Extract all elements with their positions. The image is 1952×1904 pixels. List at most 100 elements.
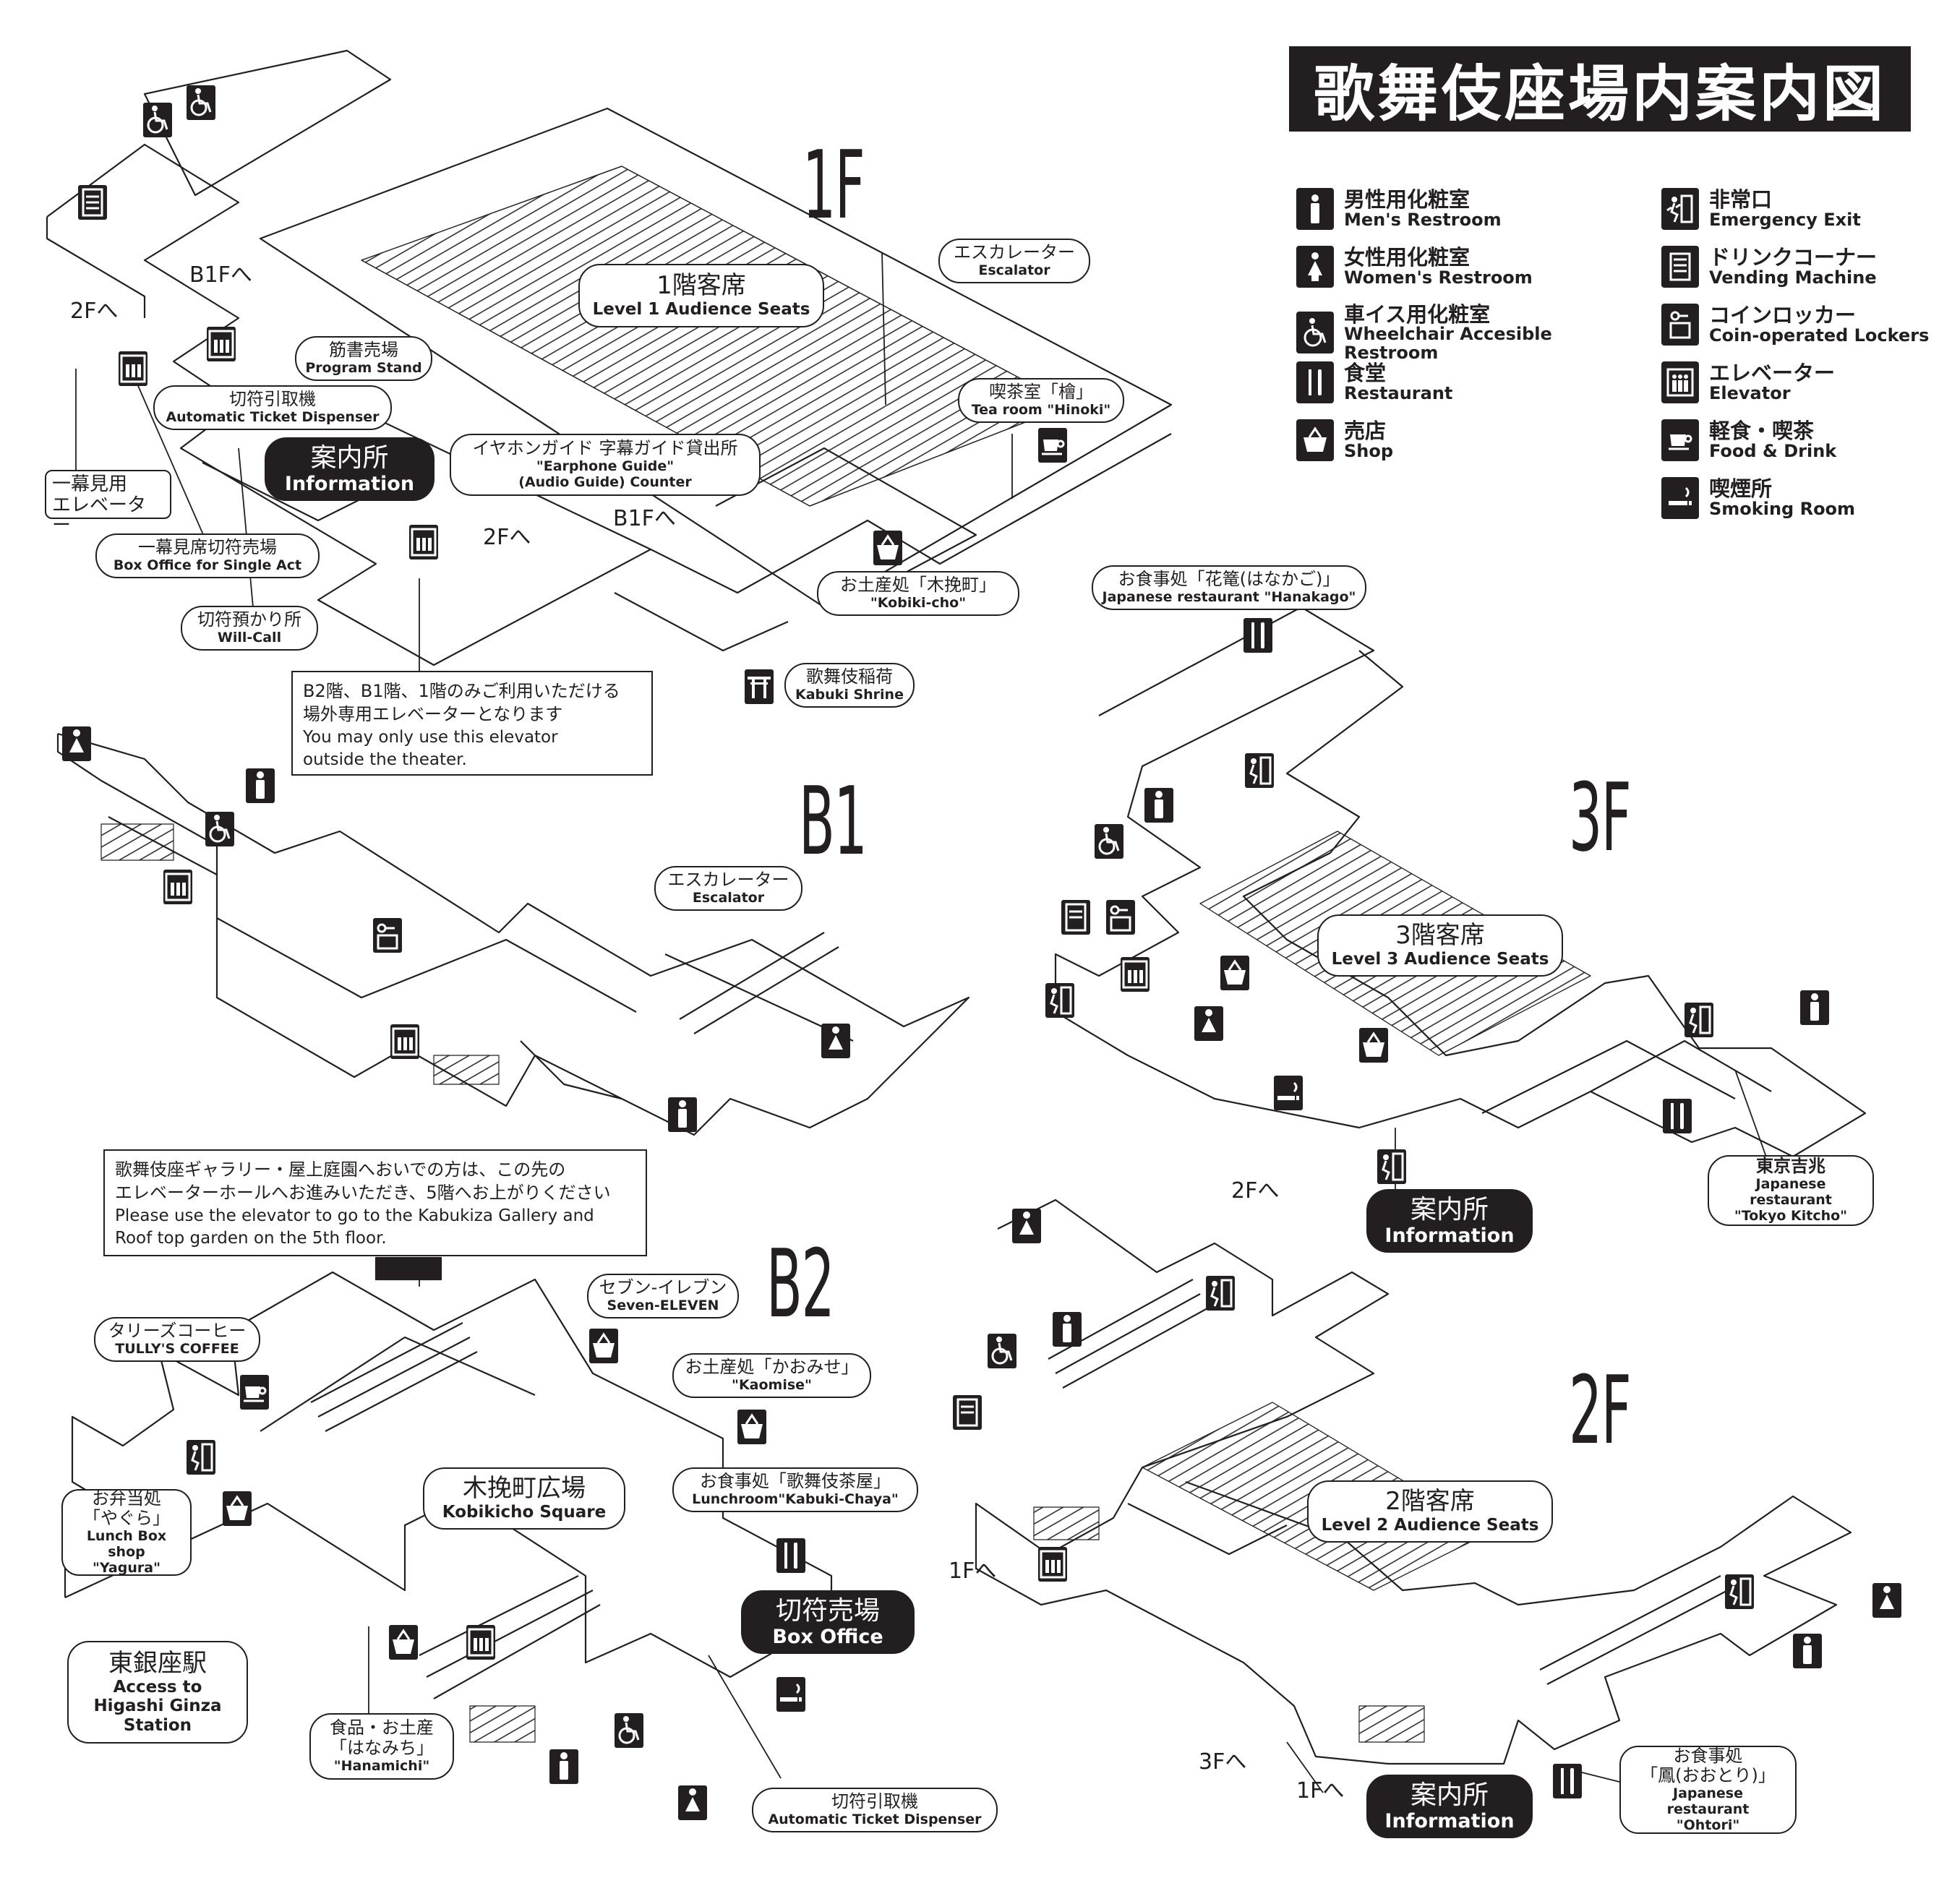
label-jp: お食事処「歌舞伎茶屋」: [700, 1471, 891, 1492]
f1-single-act-elevator-label: 一幕見用 エレベーター: [45, 470, 171, 536]
elevator-icon: [466, 1625, 495, 1660]
f1-information-label: 案内所 Information: [265, 437, 435, 501]
label-en: "Tokyo Kitcho": [1734, 1207, 1848, 1224]
legend-jp: 食堂: [1344, 361, 1387, 386]
wheelchair-icon: [988, 1334, 1016, 1368]
vending-machine-icon: [78, 185, 107, 220]
legend-en: Smoking Room: [1709, 498, 1856, 519]
f1-escalator-label: エスカレーター Escalator: [938, 239, 1090, 283]
emergency-exit-icon: [1725, 1574, 1754, 1609]
wheelchair-icon: [143, 103, 172, 137]
legend-jp: 喫煙所: [1709, 476, 1773, 502]
womens-restroom-icon: [678, 1785, 707, 1820]
restaurant-icon: [1296, 361, 1334, 403]
label-jp: 一幕見席切符売場: [138, 537, 277, 558]
legend-en: Vending Machine: [1709, 267, 1877, 288]
legend-en: Coin-operated Lockers: [1709, 325, 1930, 346]
label-en: Station: [123, 1715, 192, 1735]
label-en: Access to: [113, 1677, 202, 1697]
restaurant-icon: [1663, 1099, 1692, 1133]
vending-machine-icon: [1661, 246, 1699, 288]
emergency-exit-icon: [187, 1440, 215, 1475]
shop-basket-icon: [223, 1491, 252, 1526]
smoking-icon: [1274, 1076, 1303, 1110]
shop-basket-icon: [1359, 1028, 1388, 1063]
legend-jp: 非常口: [1709, 187, 1773, 213]
label-en: "Hanamichi": [333, 1757, 430, 1774]
b2-tullys-coffee-label: タリーズコーヒー TULLY'S COFFEE: [94, 1317, 260, 1362]
vending-machine-icon: [1061, 900, 1090, 935]
legend-jp: 車イス用化粧室: [1344, 302, 1491, 327]
label-en: "Kobiki-cho": [870, 594, 967, 611]
locker-icon: [373, 918, 402, 953]
elevator-icon: [1661, 361, 1699, 403]
elevator-icon: [390, 1024, 419, 1059]
label-en: Kobikicho Square: [442, 1503, 607, 1522]
mens-restroom-icon: [549, 1749, 578, 1784]
legend-jp: コインロッカー: [1709, 303, 1857, 328]
womens-restroom-icon: [821, 1024, 850, 1058]
label-en: Kabuki Shrine: [795, 686, 904, 703]
mens-restroom-icon: [1800, 990, 1829, 1025]
label-en: Seven-ELEVEN: [607, 1297, 719, 1313]
label-jp: 「鳳(おおとり)」: [1640, 1765, 1776, 1786]
b2-seven-eleven-label: セブン-イレブン Seven-ELEVEN: [587, 1274, 739, 1318]
legend-en: Shop: [1344, 440, 1394, 461]
label-jp: イヤホンガイド 字幕ガイド貸出所: [472, 438, 738, 459]
note-jp: エレベーターホールへお進みいただき、5階へお上がりください: [115, 1183, 611, 1204]
womens-restroom-icon: [1012, 1209, 1041, 1243]
mens-restroom-icon: [1296, 188, 1334, 230]
womens-restroom-icon: [1872, 1583, 1901, 1618]
note-en: Roof top garden on the 5th floor.: [115, 1228, 387, 1248]
legend-en: Food & Drink: [1709, 440, 1837, 461]
legend-en: Emergency Exit: [1709, 209, 1861, 230]
elevator-icon: [1121, 957, 1150, 992]
f1-to-2f-label-b: 2Fへ: [483, 525, 531, 550]
elevator-icon: [409, 525, 438, 559]
label-jp: 一幕見用: [52, 473, 128, 495]
womens-restroom-icon: [62, 726, 91, 761]
legend-en: Women's Restroom: [1344, 267, 1533, 288]
label-en: Higashi Ginza: [93, 1697, 222, 1716]
smoking-icon: [776, 1677, 805, 1712]
f3-tokyo-kitcho-label: 東京吉兆 Japanese restaurant "Tokyo Kitcho": [1708, 1155, 1874, 1226]
label-jp: お食事処「花篭(はなかご)」: [1118, 569, 1340, 590]
legend-jp: 売店: [1344, 419, 1387, 444]
label-jp: 東銀座駅: [108, 1648, 207, 1678]
emergency-exit-icon: [1206, 1276, 1235, 1311]
legend-jp: ドリンクコーナー: [1709, 245, 1878, 270]
f1-kabuki-shrine-label: 歌舞伎稲荷 Kabuki Shrine: [784, 663, 915, 708]
elevator-icon: [119, 351, 147, 386]
f1-to-b1-label-a: B1Fへ: [189, 262, 252, 288]
label-jp: 「やぐら」: [83, 1508, 170, 1529]
label-jp: 2階客席: [1385, 1487, 1475, 1517]
restaurant-icon: [1553, 1764, 1582, 1798]
label-jp: お弁当処: [92, 1488, 161, 1509]
wheelchair-icon: [615, 1713, 643, 1748]
emergency-exit-icon: [1685, 1003, 1713, 1037]
f3-seats-label: 3階客席 Level 3 Audience Seats: [1317, 914, 1563, 977]
coffee-cup-icon: [240, 1375, 269, 1410]
label-jp: 切符売場: [775, 1595, 880, 1626]
f2-ohtori-label: お食事処 「鳳(おおとり)」 Japanese restaurant "Ohto…: [1619, 1746, 1797, 1834]
b2-kabuki-chaya-label: お食事処「歌舞伎茶屋」 Lunchroom"Kabuki-Chaya": [672, 1467, 918, 1512]
label-en: Japanese restaurant: [1750, 1176, 1832, 1208]
f1-ticket-dispenser-label: 切符引取機 Automatic Ticket Dispenser: [153, 385, 392, 430]
f1-to-2f-label-a: 2Fへ: [70, 299, 119, 324]
label-jp: エスカレーター: [667, 870, 789, 891]
floor-b1-outline: [56, 732, 970, 1136]
f2-to-1f-label-b: 1Fへ: [1296, 1778, 1345, 1804]
f3-information-label: 案内所 Information: [1366, 1189, 1533, 1253]
label-jp: 東京吉兆: [1756, 1156, 1825, 1177]
leader-lines: [75, 252, 1772, 1793]
label-en: Information: [1384, 1225, 1515, 1248]
smoking-icon: [1661, 477, 1699, 519]
f1-kobikicho-shop-label: お土産処「木挽町」 "Kobiki-cho": [817, 571, 1019, 616]
label-jp: 「はなみち」: [330, 1738, 434, 1759]
restaurant-icon: [1243, 618, 1272, 653]
wheelchair-icon: [205, 812, 234, 846]
